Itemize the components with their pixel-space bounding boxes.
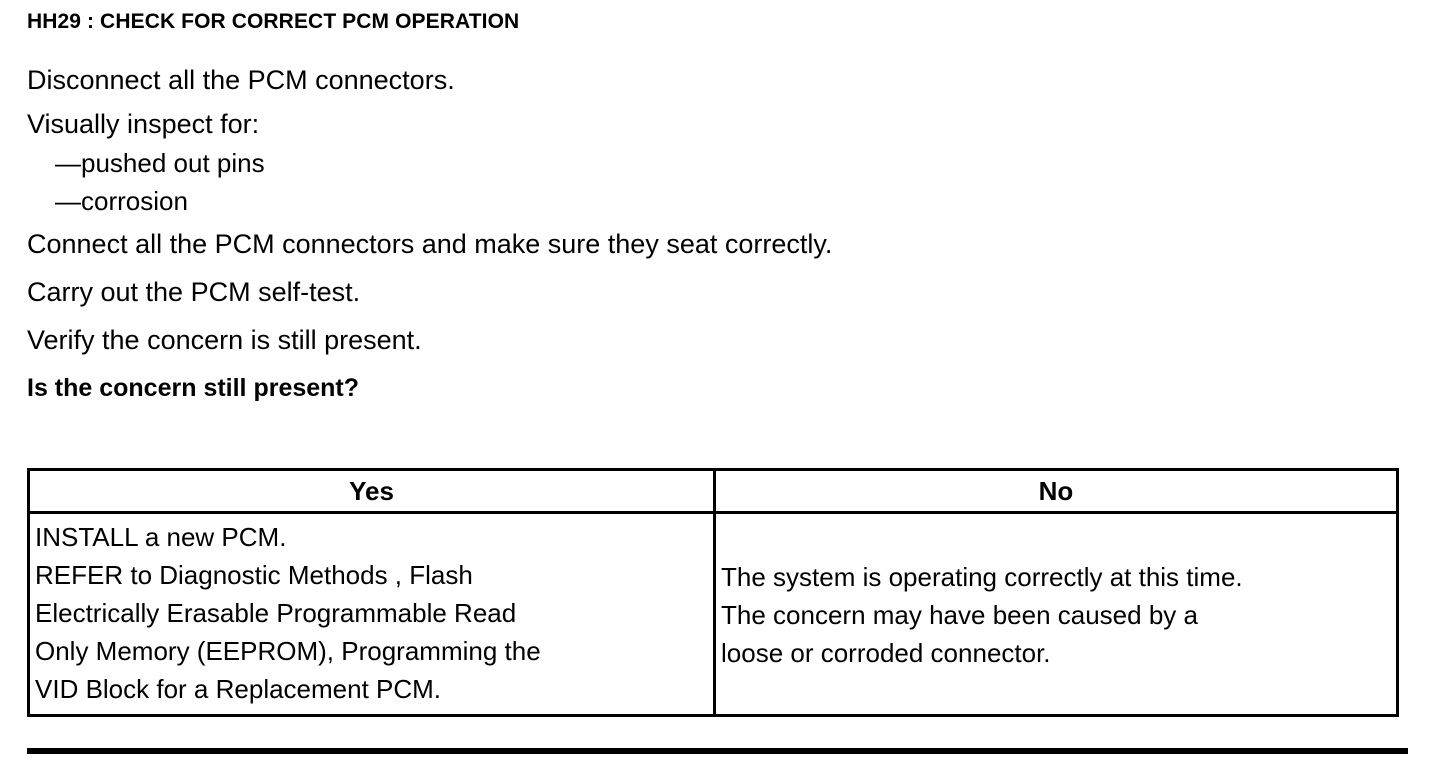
instruction-line: Carry out the PCM self-test. xyxy=(27,277,361,307)
cell-line: INSTALL a new PCM. xyxy=(35,522,287,552)
table-row: INSTALL a new PCM. REFER to Diagnostic M… xyxy=(27,511,1399,717)
decision-question: Is the concern still present? xyxy=(27,374,360,402)
instruction-line: Connect all the PCM connectors and make … xyxy=(27,229,833,259)
cell-line: VID Block for a Replacement PCM. xyxy=(35,674,442,704)
table-cell-yes: INSTALL a new PCM. REFER to Diagnostic M… xyxy=(27,511,716,717)
table-header-row: Yes No xyxy=(27,468,1399,514)
cell-line: The system is operating correctly at thi… xyxy=(721,562,1243,592)
instruction-line: Verify the concern is still present. xyxy=(27,325,422,355)
no-action-text: The system is operating correctly at thi… xyxy=(716,514,1396,678)
page-title: HH29 : CHECK FOR CORRECT PCM OPERATION xyxy=(27,10,520,33)
instruction-list: Disconnect all the PCM connectors. Visua… xyxy=(27,56,1407,412)
footer-divider xyxy=(27,748,1408,754)
table-cell-no: The system is operating correctly at thi… xyxy=(713,511,1399,717)
instruction-bullet: —pushed out pins xyxy=(55,148,265,178)
decision-table: Yes No INSTALL a new PCM. REFER to Diagn… xyxy=(27,468,1399,717)
cell-line: REFER to Diagnostic Methods , Flash xyxy=(35,560,473,590)
instruction-line: Disconnect all the PCM connectors. xyxy=(27,65,455,95)
table-header-yes: Yes xyxy=(27,468,716,514)
cell-line: The concern may have been caused by a xyxy=(721,600,1198,630)
cell-line: loose or corroded connector. xyxy=(721,638,1051,668)
cell-line: Electrically Erasable Programmable Read xyxy=(35,598,517,628)
instruction-bullet: —corrosion xyxy=(55,186,188,216)
cell-line: Only Memory (EEPROM), Programming the xyxy=(35,636,541,666)
yes-action-text: INSTALL a new PCM. REFER to Diagnostic M… xyxy=(30,514,713,714)
instruction-line: Visually inspect for: xyxy=(27,109,260,139)
table-header-no: No xyxy=(713,468,1399,514)
